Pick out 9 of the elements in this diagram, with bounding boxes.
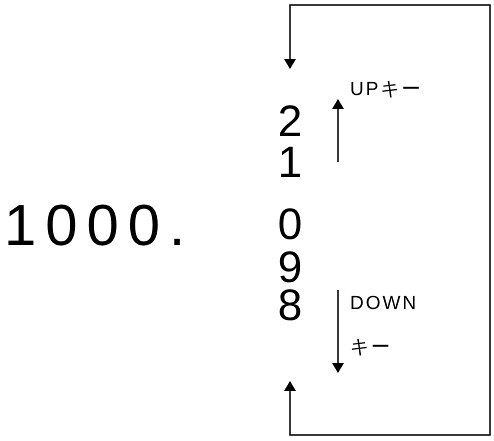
digit-text: 9	[276, 248, 304, 288]
digit-text: 1	[276, 143, 304, 183]
digit-text: 8	[270, 286, 310, 382]
key-label: DOWN キー	[350, 292, 420, 360]
key-label: UPキー	[350, 78, 424, 102]
display-value: 1000.	[4, 196, 194, 256]
digit-text: 0	[276, 205, 304, 245]
wrap-around-arrow	[284, 4, 491, 436]
digit-text: 2	[270, 68, 310, 142]
